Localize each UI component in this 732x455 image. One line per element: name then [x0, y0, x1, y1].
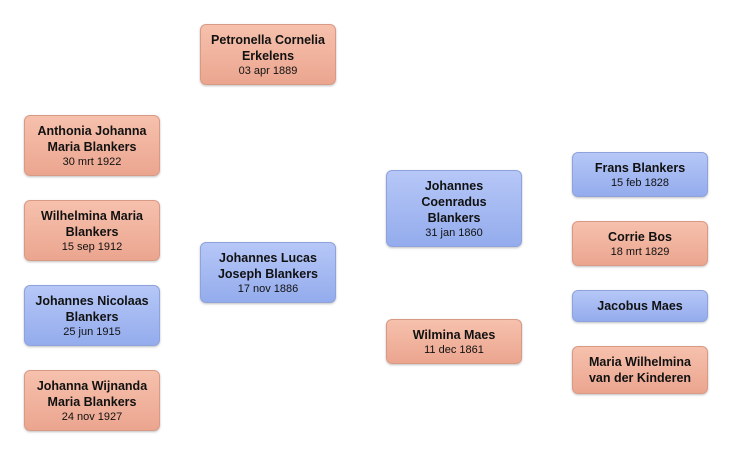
person-birth-date: 24 nov 1927: [61, 410, 123, 423]
person-birth-date: 17 nov 1886: [237, 282, 299, 295]
person-birth-date: 31 jan 1860: [425, 226, 483, 239]
person-card-frans-blankers[interactable]: Frans Blankers 15 feb 1828: [572, 152, 708, 197]
person-name: Petronella Cornelia Erkelens: [211, 32, 325, 63]
person-name: Johanna Wijnanda Maria Blankers: [36, 378, 148, 409]
person-card-johannes-coenradus-blankers[interactable]: Johannes Coenradus Blankers 31 jan 1860: [386, 170, 522, 247]
person-card-petronella-cornelia-erkelens[interactable]: Petronella Cornelia Erkelens 03 apr 1889: [200, 24, 336, 85]
person-birth-date: 30 mrt 1922: [62, 155, 122, 168]
person-name: Wilhelmina Maria Blankers: [41, 208, 143, 239]
person-birth-date: 11 dec 1861: [424, 343, 484, 356]
person-name: Corrie Bos: [608, 229, 672, 244]
person-name: Anthonia Johanna Maria Blankers: [37, 123, 147, 154]
person-birth-date: 15 feb 1828: [610, 176, 670, 189]
person-name: Johannes Lucas Joseph Blankers: [217, 250, 319, 281]
person-card-anthonia-johanna-maria-blankers[interactable]: Anthonia Johanna Maria Blankers 30 mrt 1…: [24, 115, 160, 176]
person-name: Johannes Nicolaas Blankers: [35, 293, 149, 324]
person-card-johanna-wijnanda-maria-blankers[interactable]: Johanna Wijnanda Maria Blankers 24 nov 1…: [24, 370, 160, 431]
person-birth-date: 18 mrt 1829: [610, 245, 670, 258]
person-birth-date: 03 apr 1889: [238, 64, 298, 77]
person-card-maria-wilhelmina-van-der-kinderen[interactable]: Maria Wilhelmina van der Kinderen: [572, 346, 708, 394]
person-name: Jacobus Maes: [597, 299, 683, 313]
person-name: Maria Wilhelmina van der Kinderen: [588, 355, 692, 385]
person-card-jacobus-maes[interactable]: Jacobus Maes: [572, 290, 708, 322]
person-card-johannes-lucas-joseph-blankers[interactable]: Johannes Lucas Joseph Blankers 17 nov 18…: [200, 242, 336, 303]
person-card-johannes-nicolaas-blankers[interactable]: Johannes Nicolaas Blankers 25 jun 1915: [24, 285, 160, 346]
person-card-wilhelmina-maria-blankers[interactable]: Wilhelmina Maria Blankers 15 sep 1912: [24, 200, 160, 261]
person-card-corrie-bos[interactable]: Corrie Bos 18 mrt 1829: [572, 221, 708, 266]
person-name: Johannes Coenradus Blankers: [421, 178, 487, 225]
person-card-wilmina-maes[interactable]: Wilmina Maes 11 dec 1861: [386, 319, 522, 364]
person-name: Wilmina Maes: [412, 327, 496, 342]
person-name: Frans Blankers: [594, 160, 686, 175]
person-birth-date: 15 sep 1912: [61, 240, 123, 253]
person-birth-date: 25 jun 1915: [63, 325, 121, 338]
